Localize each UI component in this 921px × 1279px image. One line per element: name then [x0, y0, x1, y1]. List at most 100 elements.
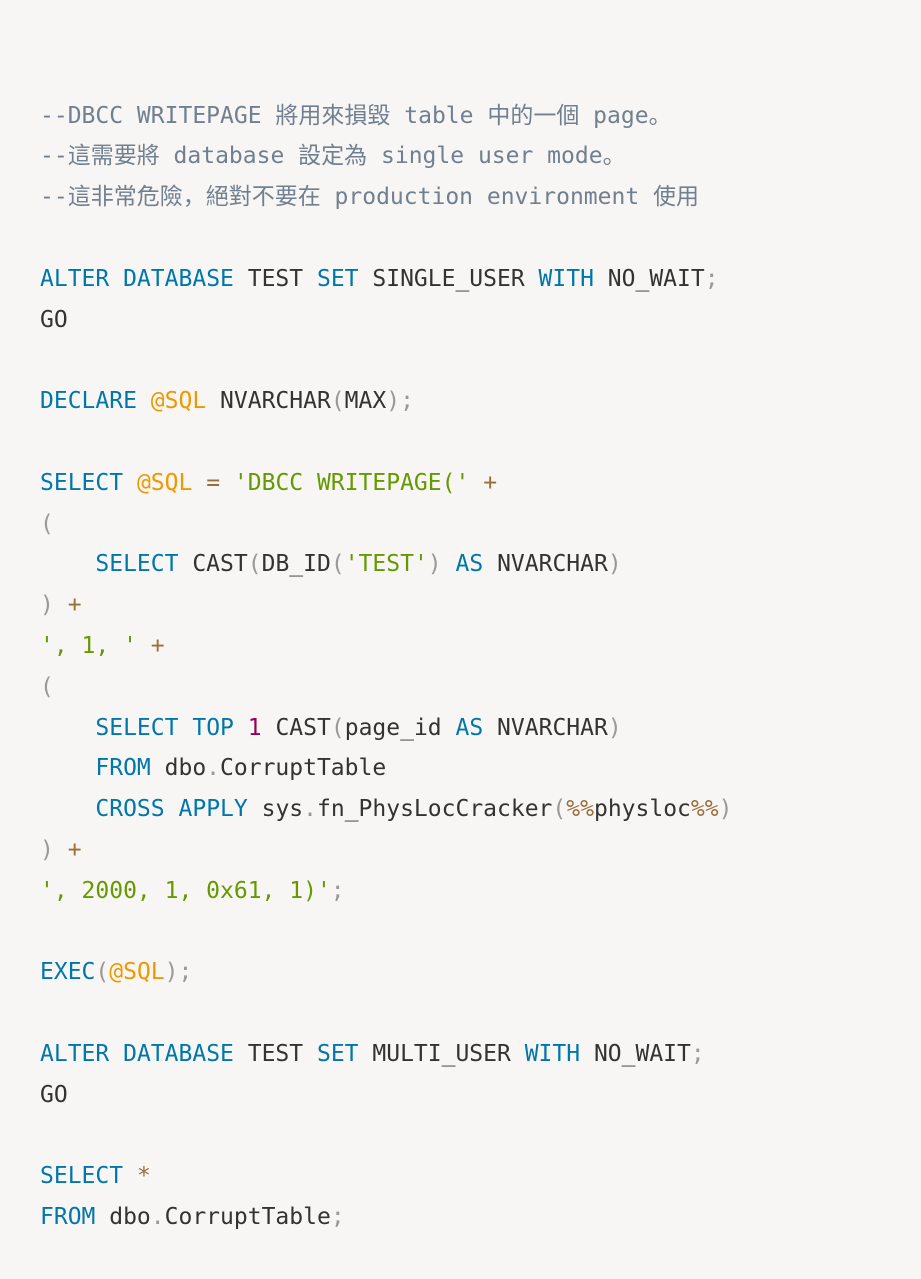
identifier-token	[178, 715, 192, 741]
identifier-token: TEST	[233, 1040, 317, 1067]
identifier-token	[469, 470, 483, 496]
keyword-token: TOP	[192, 714, 234, 741]
identifier-token: page_id	[344, 714, 456, 741]
identifier-token	[40, 715, 95, 741]
punctuation-token: (	[40, 510, 54, 537]
punctuation-token: ;	[704, 265, 719, 292]
identifier-token: GO	[40, 1081, 68, 1108]
identifier-token	[165, 796, 179, 822]
identifier-token: MULTI_USER	[358, 1040, 525, 1067]
identifier-token	[40, 551, 95, 577]
keyword-token: FROM	[40, 1204, 96, 1231]
code-line: GO	[40, 300, 921, 341]
identifier-token: GO	[40, 306, 68, 333]
identifier-token	[123, 1163, 137, 1189]
identifier-token	[192, 470, 206, 496]
code-line: ', 2000, 1, 0x61, 1)';	[40, 871, 921, 912]
keyword-token: SET	[316, 1040, 359, 1067]
identifier-token: NVARCHAR	[206, 388, 331, 415]
identifier-token: TEST	[233, 265, 317, 292]
code-line: EXEC(@SQL);	[40, 952, 921, 993]
blank-code-line	[40, 218, 921, 259]
blank-code-line	[40, 422, 921, 463]
code-line: ALTER DATABASE TEST SET SINGLE_USER WITH…	[40, 259, 921, 300]
keyword-token: SET	[316, 265, 359, 292]
keyword-token: DECLARE	[40, 388, 137, 415]
code-line: (	[40, 504, 921, 545]
identifier-token	[40, 796, 95, 822]
identifier-token	[54, 837, 68, 863]
punctuation-token: );	[386, 388, 414, 415]
keyword-token: EXEC	[40, 959, 96, 986]
code-line: --這非常危險，絕對不要在 production environment 使用	[40, 177, 921, 218]
identifier-token: fn_PhysLocCracker	[317, 796, 553, 823]
string-literal-token: 'DBCC WRITEPAGE('	[233, 469, 470, 496]
identifier-token: SINGLE_USER	[358, 265, 539, 292]
punctuation-token: )	[40, 836, 54, 863]
identifier-token: CorruptTable	[220, 755, 387, 782]
identifier-token: dbo	[150, 755, 207, 782]
punctuation-token: (	[95, 959, 110, 986]
variable-token: @SQL	[136, 469, 193, 496]
comment-token: --DBCC WRITEPAGE 將用來損毀 table 中的一個 page。	[40, 102, 672, 129]
variable-token: @SQL	[150, 388, 207, 415]
punctuation-token: (	[330, 714, 345, 741]
identifier-token: NVARCHAR	[483, 714, 608, 741]
keyword-token: SELECT	[95, 551, 179, 578]
blank-code-line	[40, 1116, 921, 1157]
code-line: FROM dbo.CorruptTable;	[40, 1197, 921, 1238]
operator-token: +	[150, 632, 165, 659]
code-line: SELECT *	[40, 1156, 921, 1197]
keyword-token: FROM	[95, 755, 151, 782]
identifier-token: CAST	[178, 551, 248, 578]
identifier-token: sys	[247, 796, 304, 823]
code-line: SELECT @SQL = 'DBCC WRITEPAGE(' +	[40, 463, 921, 504]
identifier-token: CorruptTable	[164, 1204, 331, 1231]
string-literal-token: ', 2000, 1, 0x61, 1)'	[40, 877, 331, 904]
code-lines: --DBCC WRITEPAGE 將用來損毀 table 中的一個 page。 -…	[40, 96, 921, 1238]
identifier-token	[109, 266, 123, 292]
code-line: GO	[40, 1075, 921, 1116]
punctuation-token: (	[247, 551, 262, 578]
punctuation-token: ;	[690, 1040, 705, 1067]
punctuation-token: )	[607, 551, 622, 578]
punctuation-token: )	[427, 551, 442, 578]
code-line: ALTER DATABASE TEST SET MULTI_USER WITH …	[40, 1034, 921, 1075]
keyword-token: ALTER	[40, 1040, 110, 1067]
operator-token: %%	[690, 796, 719, 823]
code-line: --這需要將 database 設定為 single user mode。	[40, 136, 921, 177]
code-line: (	[40, 667, 921, 708]
identifier-token	[442, 551, 456, 577]
code-line: ) +	[40, 585, 921, 626]
keyword-token: WITH	[538, 265, 594, 292]
punctuation-token: ;	[330, 877, 345, 904]
keyword-token: DATABASE	[123, 1040, 234, 1067]
punctuation-token: .	[206, 755, 221, 782]
identifier-token: DB_ID	[261, 551, 331, 578]
code-line: FROM dbo.CorruptTable	[40, 748, 921, 789]
code-line: DECLARE @SQL NVARCHAR(MAX);	[40, 381, 921, 422]
code-line: --DBCC WRITEPAGE 將用來損毀 table 中的一個 page。	[40, 96, 921, 137]
keyword-token: CROSS	[95, 796, 165, 823]
punctuation-token: .	[150, 1204, 165, 1231]
code-line: ', 1, ' +	[40, 626, 921, 667]
punctuation-token: )	[40, 592, 54, 619]
identifier-token: physloc	[593, 796, 691, 823]
identifier-token: MAX	[344, 388, 387, 415]
identifier-token	[137, 633, 151, 659]
punctuation-token: .	[303, 796, 317, 823]
blank-code-line	[40, 340, 921, 381]
identifier-token: NO_WAIT	[580, 1040, 691, 1067]
identifier-token	[234, 715, 248, 741]
keyword-token: SELECT	[40, 469, 124, 496]
operator-token: =	[206, 469, 221, 496]
identifier-token: CAST	[261, 714, 331, 741]
blank-code-line	[40, 993, 921, 1034]
keyword-token: AS	[455, 714, 484, 741]
punctuation-token: (	[40, 673, 54, 700]
identifier-token	[220, 470, 234, 496]
code-line: SELECT TOP 1 CAST(page_id AS NVARCHAR)	[40, 708, 921, 749]
identifier-token	[54, 592, 68, 618]
blank-code-line	[40, 912, 921, 953]
number-token: 1	[247, 714, 262, 741]
